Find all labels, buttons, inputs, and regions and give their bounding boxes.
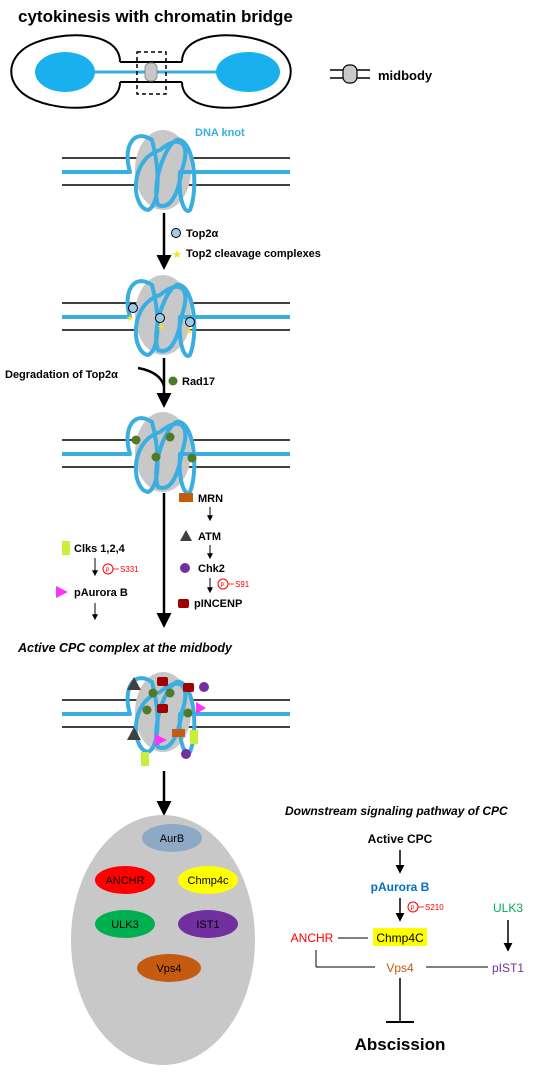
rad17-label: Rad17 (182, 376, 215, 388)
mrn-icon (179, 493, 193, 502)
paurora-node: pAurora B (371, 880, 430, 894)
svg-text:★: ★ (126, 313, 134, 323)
ulk3-oval-label: ULK3 (111, 919, 139, 931)
left-nucleus (35, 52, 95, 92)
top2cc-label: Top2 cleavage complexes (186, 248, 321, 260)
vps4-oval (137, 954, 201, 982)
aurb-oval-label: AurB (160, 833, 184, 845)
rad17-icon (168, 376, 178, 386)
phospho-letter-2: P (106, 568, 110, 574)
midbody-small (144, 62, 158, 82)
downstream-title: Downstream signaling pathway of CPC (285, 804, 508, 818)
chmp4c-oval (178, 866, 238, 894)
chk2-icon (180, 563, 190, 573)
degradation-label: Degradation of Top2α (5, 369, 118, 381)
anchr-oval-label: ANCHR (105, 875, 144, 887)
midbody-legend: midbody (330, 64, 433, 84)
svg-text:★: ★ (185, 326, 193, 336)
phospho-letter-3: P (411, 906, 415, 912)
ulk3-node: ULK3 (493, 901, 523, 915)
paurora-left-label: pAurora B (74, 587, 128, 599)
atm-icon (180, 530, 192, 541)
ist1-oval-label: IST1 (196, 919, 219, 931)
clks-icon (62, 541, 70, 555)
dna-knot-label: DNA knot (195, 127, 245, 139)
midbody-legend-label: midbody (378, 68, 433, 83)
phospho-letter: P (221, 583, 225, 589)
midbody-legend-icon (342, 64, 358, 84)
degradation-line (137, 366, 166, 387)
downstream-pathway: Downstream signaling pathway of CPC Acti… (285, 804, 524, 1054)
clks-label: Clks 1,2,4 (74, 543, 126, 555)
dividing-cell (10, 34, 292, 109)
anchr-node: ANCHR (291, 931, 334, 945)
aurora-icon (56, 586, 68, 598)
big-oval (71, 815, 255, 1065)
star-icon: ★ (172, 249, 182, 261)
aurb-oval (142, 824, 202, 852)
right-nucleus (216, 52, 280, 92)
active-cpc-title: Active CPC complex at the midbody (17, 641, 233, 655)
top2a-legend-icon (171, 228, 181, 238)
active-cpc-node: Active CPC (368, 832, 433, 846)
figure-title: cytokinesis with chromatin bridge (18, 7, 293, 26)
svg-text:★: ★ (157, 322, 165, 332)
s331-label: S331 (120, 565, 139, 574)
top2a-label: Top2α (186, 228, 218, 240)
knot-stage-2: ★ ★ ★ (62, 275, 290, 358)
knot-stage-4 (62, 672, 290, 766)
pincenp-icon (178, 599, 189, 608)
pist1-node: pIST1 (492, 961, 524, 975)
atm-label: ATM (198, 531, 221, 543)
knot-stage-1: DNA knot (62, 127, 290, 213)
knot-stage-3 (62, 412, 290, 495)
chmp4c-highlight (373, 928, 427, 946)
pincenp-label: pINCENP (194, 598, 242, 610)
chmp4c-node: Chmp4C (376, 931, 424, 945)
zoom-box (136, 51, 167, 95)
ist1-oval (178, 910, 238, 938)
s210-label: S210 (425, 903, 444, 912)
anchr-oval (95, 866, 155, 894)
vps4-node: Vps4 (386, 961, 414, 975)
chmp4c-oval-label: Chmp4c (188, 875, 229, 887)
chk2-label: Chk2 (198, 563, 225, 575)
abscission-node: Abscission (355, 1035, 446, 1054)
s91-label: S91 (235, 580, 250, 589)
vps4-oval-label: Vps4 (156, 963, 181, 975)
cpc-complex-oval: AurB ANCHR Chmp4c ULK3 IST1 Vps4 (71, 815, 255, 1065)
mrn-label: MRN (198, 493, 223, 505)
ulk3-oval (95, 910, 155, 938)
